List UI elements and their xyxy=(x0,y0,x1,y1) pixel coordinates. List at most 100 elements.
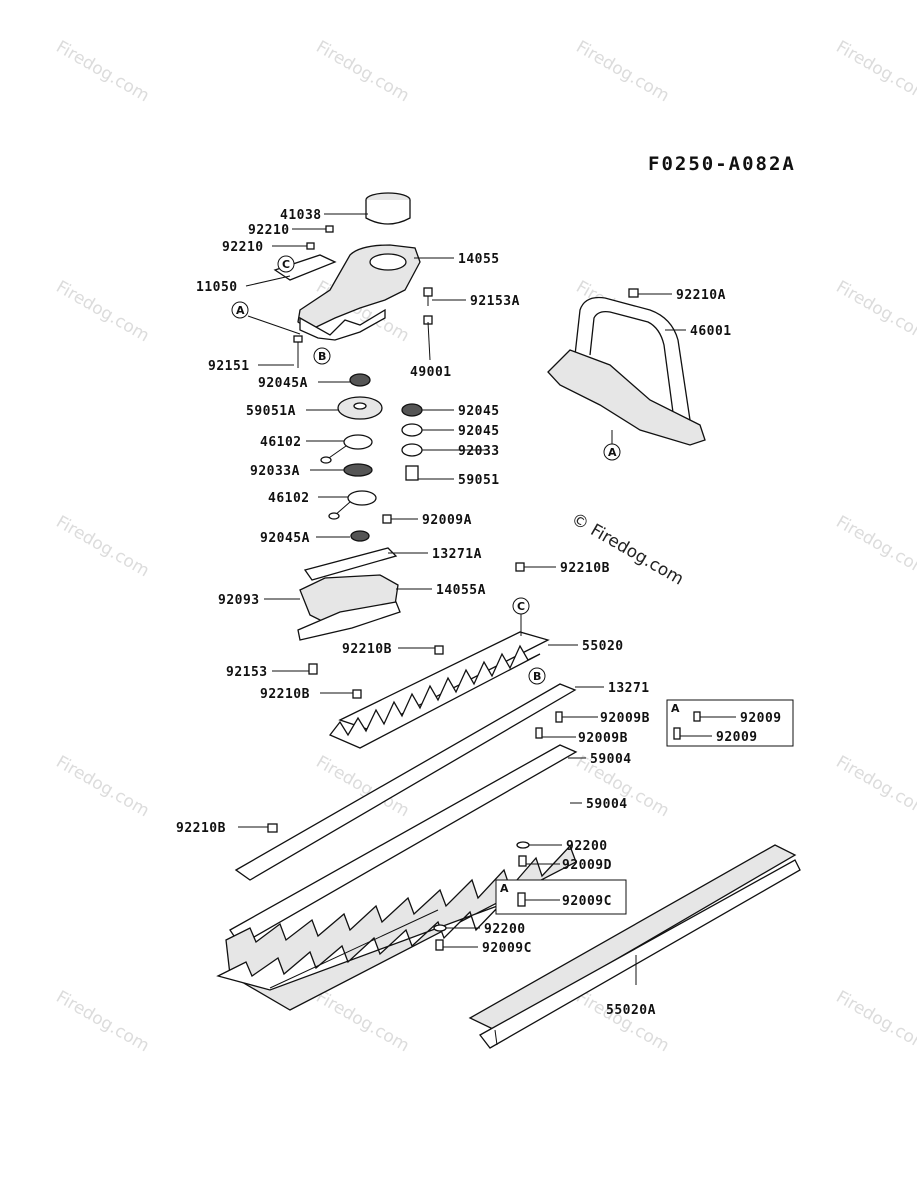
part-92009B xyxy=(555,711,563,723)
callout-92033A: 92033A xyxy=(250,464,300,479)
callout-92033: 92033 xyxy=(458,444,500,459)
watermark: Firedog.com xyxy=(833,512,917,581)
part-92200 xyxy=(516,841,530,849)
part-92009B-2 xyxy=(535,727,543,739)
callout-92045A: 92045A xyxy=(258,376,308,391)
callout-92151: 92151 xyxy=(208,359,250,374)
part-92210B xyxy=(267,823,278,833)
watermark: Firedog.com xyxy=(313,987,413,1056)
part-13271 xyxy=(234,683,577,881)
ref-marker-c xyxy=(277,255,295,273)
watermark: Firedog.com xyxy=(53,987,153,1056)
watermark: Firedog.com xyxy=(53,37,153,106)
part-92210-nut xyxy=(306,242,315,250)
watermark: Firedog.com xyxy=(313,37,413,106)
leader-lines xyxy=(238,213,686,985)
callout-92153A: 92153A xyxy=(470,294,520,309)
part-92045A-lower xyxy=(350,530,370,542)
watermark-center: © Firedog.com xyxy=(568,509,687,590)
callout-92009B: 92009B xyxy=(578,731,628,746)
legend-box-1: A 92009 92009 xyxy=(666,699,794,747)
part-92033 xyxy=(401,443,423,457)
callout-59004: 59004 xyxy=(586,797,628,812)
callout-92045: 92045 xyxy=(458,404,500,419)
callout-92210B: 92210B xyxy=(176,821,226,836)
callout-14055A: 14055A xyxy=(436,583,486,598)
ref-marker-a xyxy=(231,301,249,319)
reference-markers: C A B A C B xyxy=(231,255,621,685)
part-92210B-3 xyxy=(352,689,362,699)
callout-59051: 59051 xyxy=(458,473,500,488)
callout-92200: 92200 xyxy=(484,922,526,937)
part-92045 xyxy=(401,403,423,417)
watermark: Firedog.com xyxy=(833,37,917,106)
callout-92093: 92093 xyxy=(218,593,260,608)
part-13271A xyxy=(303,547,398,581)
part-92009A xyxy=(382,514,392,524)
legend-item: 92009C xyxy=(562,894,612,909)
callout-92210B: 92210B xyxy=(342,642,392,657)
callout-92210A: 92210A xyxy=(676,288,726,303)
part-92210A xyxy=(628,288,639,298)
callout-11050: 11050 xyxy=(196,280,238,295)
callout-59004: 59004 xyxy=(590,752,632,767)
part-92153A xyxy=(423,287,433,297)
ref-marker-label: A xyxy=(608,446,617,459)
callout-14055: 14055 xyxy=(458,252,500,267)
ref-marker-label: C xyxy=(282,258,290,271)
legend-marker: A xyxy=(671,702,680,715)
blade-assembly xyxy=(216,562,801,1049)
callout-13271: 13271 xyxy=(608,681,650,696)
callout-46001: 46001 xyxy=(690,324,732,339)
callout-labels: 41038 92210 92210 11050 14055 92153A 921… xyxy=(176,208,732,1018)
part-41038 xyxy=(365,200,411,225)
watermark: Firedog.com xyxy=(833,277,917,346)
ref-marker-label: A xyxy=(236,304,245,317)
legend-item: 92009 xyxy=(740,711,782,726)
callout-92210: 92210 xyxy=(248,223,290,238)
callout-59051A: 59051A xyxy=(246,404,296,419)
watermark: Firedog.com xyxy=(573,37,673,106)
legend-box-2: A 92009C xyxy=(495,879,627,915)
watermark: Firedog.com xyxy=(53,277,153,346)
handle-assembly xyxy=(547,288,706,446)
part-92200-2 xyxy=(433,924,447,932)
callout-92200: 92200 xyxy=(566,839,608,854)
watermark: Firedog.com xyxy=(833,752,917,821)
part-14055-base xyxy=(299,308,386,341)
callout-55020: 55020 xyxy=(582,639,624,654)
callout-49001: 49001 xyxy=(410,365,452,380)
part-59004-teeth-2 xyxy=(216,904,501,991)
legend-item: 92009 xyxy=(716,730,758,745)
part-14055-bore xyxy=(369,253,407,271)
part-92009C xyxy=(435,939,444,951)
callout-92045: 92045 xyxy=(458,424,500,439)
part-92210-nut xyxy=(325,225,334,233)
callout-46102: 46102 xyxy=(268,491,310,506)
callout-92210B: 92210B xyxy=(260,687,310,702)
callout-92009A: 92009A xyxy=(422,513,472,528)
part-92151-head xyxy=(293,335,303,343)
part-92210B-4 xyxy=(515,562,525,572)
callout-92210: 92210 xyxy=(222,240,264,255)
gear-case-assembly xyxy=(273,192,433,641)
callout-92153: 92153 xyxy=(226,665,268,680)
watermark: Firedog.com xyxy=(573,987,673,1056)
part-55020A xyxy=(468,844,797,1031)
callout-92045A: 92045A xyxy=(260,531,310,546)
ref-marker-b xyxy=(313,347,331,365)
part-92045A xyxy=(349,373,371,387)
callout-92009D: 92009D xyxy=(562,858,612,873)
blade-upper xyxy=(328,644,541,749)
ref-marker-label: B xyxy=(318,350,326,363)
part-59051 xyxy=(405,465,419,481)
callout-46102: 46102 xyxy=(260,435,302,450)
watermark: Firedog.com xyxy=(53,752,153,821)
ref-marker-label: C xyxy=(517,600,525,613)
callout-41038: 41038 xyxy=(280,208,322,223)
part-92153 xyxy=(308,663,318,675)
ref-marker-a xyxy=(603,443,621,461)
ref-marker-label: B xyxy=(533,670,541,683)
part-92009D xyxy=(518,855,527,867)
